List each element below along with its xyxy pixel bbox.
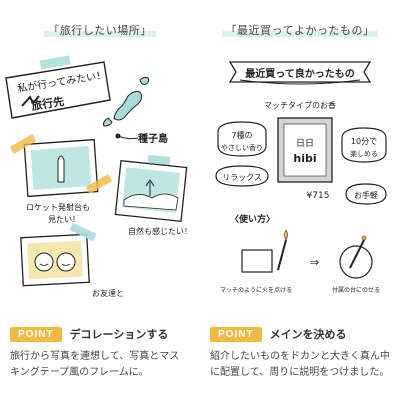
photo1-caption-1: ロケット発射台も <box>26 202 90 212</box>
title-banner: 最近買って良かったもの <box>228 61 372 85</box>
rocket-icon <box>57 155 65 183</box>
masking-tape <box>39 55 71 70</box>
left-point: POINT デコレーションする <box>10 326 168 342</box>
left-heading: 「旅行したい場所」 <box>0 22 200 38</box>
right-heading: 「最近買ってよかったもの」 <box>200 22 400 38</box>
point-badge: POINT <box>10 326 62 342</box>
note-line2: 旅行先 <box>30 94 65 113</box>
masking-tape <box>85 174 113 194</box>
svg-text:リラックス: リラックス <box>222 173 262 182</box>
point-badge: POINT <box>210 326 262 342</box>
svg-text:やさしい香り: やさしい香り <box>221 143 263 152</box>
svg-text:10分で: 10分で <box>351 137 377 146</box>
masking-tape <box>147 155 171 165</box>
photo2-caption: 自然も感じたい！ <box>128 226 192 236</box>
match-box-icon <box>241 249 273 273</box>
left-description: 旅行から写真を連想して、写真とマス キングテープ風のフレームに。 <box>10 351 180 378</box>
svg-text:マッチのように火を点ける: マッチのように火を点ける <box>220 286 292 294</box>
friend-face-icon <box>56 252 76 272</box>
right-description: 紹介したいものをドカンと大きく真ん中 に配置して、周りに説明をつけました。 <box>210 351 390 378</box>
subtitle: マッチタイプのお香 <box>264 100 336 110</box>
arrow-icon: ⇒ <box>310 256 319 269</box>
point-title: メインを決める <box>269 328 347 341</box>
usage-step2: 付属の台にのせる <box>332 235 380 294</box>
photo1-caption-2: 見たい！ <box>48 215 80 224</box>
incense-holder-icon <box>339 245 373 279</box>
bubble-time: 10分で 楽しめる <box>341 127 387 163</box>
destination-note: 私が行ってみたい！ 旅行先 <box>5 55 111 119</box>
svg-text:楽しめる: 楽しめる <box>350 149 378 158</box>
photo-rocket: ロケット発射台も 見たい！ <box>9 134 113 224</box>
right-point: POINT メインを決める <box>210 326 347 342</box>
bubble-easy: お手軽 <box>345 183 387 205</box>
usage-step1: マッチのように火を点ける <box>220 229 292 294</box>
match-stick-icon <box>277 239 287 271</box>
flame-icon <box>284 229 288 241</box>
incense-box: 日日 hibi ¥715 <box>277 117 333 201</box>
photo-friends: お友達と <box>20 222 124 298</box>
plane-icon <box>21 95 40 107</box>
usage-label: 〈使い方〉 <box>230 213 275 225</box>
right-illustration: 最近買って良かったもの マッチタイプのお香 日日 hibi ¥715 7種の や… <box>215 61 387 294</box>
bubble-varieties: 7種の やさしい香り <box>217 121 267 157</box>
banner-text: 最近買って良かったもの <box>245 67 355 80</box>
masking-tape <box>69 222 97 242</box>
product-line1: 日日 <box>296 138 314 149</box>
tree-icon <box>145 179 155 196</box>
masking-tape <box>9 134 37 154</box>
incense-stick-icon <box>349 239 365 269</box>
photo-nature: 自然も感じたい！ <box>114 155 192 236</box>
product-line2: hibi <box>293 152 316 165</box>
svg-text:お手軽: お手軽 <box>354 190 378 200</box>
map-label: 種子島 <box>138 132 168 145</box>
right-panel: 「最近買ってよかったもの」 最近買って良かったもの マッチタイプのお香 日日 h… <box>200 0 400 400</box>
svg-text:付属の台にのせる: 付属の台にのせる <box>332 286 380 294</box>
point-title: デコレーションする <box>69 328 169 341</box>
left-panel: 「旅行したい場所」 私が行ってみたい！ 旅行先 種子島 ロケット発射台も <box>0 22 200 378</box>
price: ¥715 <box>307 191 330 201</box>
japan-map: 種子島 <box>103 76 168 145</box>
left-illustration: 私が行ってみたい！ 旅行先 種子島 ロケット発射台も 見たい！ <box>5 55 192 298</box>
photo3-caption: お友達と <box>92 288 124 298</box>
friend-face-icon <box>34 252 54 272</box>
bubble-relax: リラックス <box>215 165 269 187</box>
svg-text:7種の: 7種の <box>231 130 252 140</box>
